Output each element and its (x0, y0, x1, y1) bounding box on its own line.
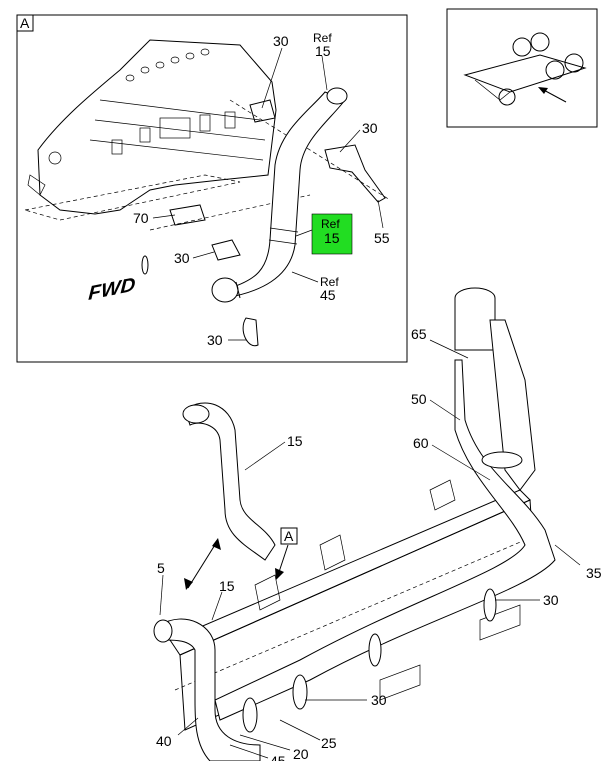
ref-15-highlight-label: Ref (321, 217, 340, 231)
frame-rail-top (169, 489, 531, 656)
pipe-clamp-30 (292, 674, 308, 710)
fwd-arrow-icon (141, 255, 149, 275)
ref-15-highlight-number: 15 (324, 230, 340, 246)
locator-arrow-head (538, 87, 548, 94)
locator-wheel-1 (512, 37, 532, 57)
elbow-pipe-lower (159, 618, 261, 761)
crossmember-3 (254, 574, 281, 611)
callout-70: 70 (133, 210, 149, 226)
crossmember-1 (429, 479, 456, 511)
detail-clamp-left (211, 239, 241, 261)
callout-65: 65 (411, 326, 427, 342)
callout-55: 55 (374, 230, 390, 246)
callout-25: 25 (321, 735, 337, 751)
callout-15-upper: 15 (287, 433, 303, 449)
bracket-lower-right (479, 604, 521, 641)
fwd-label: FWD (88, 274, 137, 305)
detail-a-panel: A (16, 14, 408, 363)
detail-a-frame (16, 14, 408, 363)
callout-30-left: 30 (174, 250, 190, 266)
detail-a-label: A (20, 15, 30, 31)
detail-ref-label: A (284, 528, 294, 544)
pipe-clamp-right (483, 588, 497, 622)
stack-upper (454, 298, 496, 351)
callout-20: 20 (293, 746, 309, 761)
detail-ref-leader (277, 544, 289, 576)
locator-wheel-2 (530, 32, 550, 52)
detail-exhaust-pipe (211, 87, 348, 303)
install-arrow-head-down (184, 578, 193, 590)
fwd-indicator: FWD (88, 274, 137, 305)
detail-bracket-70 (169, 204, 206, 226)
callout-30-lower-main: 30 (371, 692, 387, 708)
locator-frame (446, 8, 598, 128)
callout-30-right-main: 30 (543, 592, 559, 608)
detail-bracket-top (249, 99, 276, 123)
callout-30-top: 30 (273, 33, 289, 49)
detail-dash-line-2 (229, 99, 391, 201)
ref-45-number: 45 (320, 287, 336, 303)
ref-15-top-number: 15 (315, 43, 331, 59)
crossmember-2 (319, 534, 346, 571)
detail-floor-outline (24, 174, 241, 221)
callout-30-right: 30 (362, 120, 378, 136)
detail-ref-box (280, 527, 298, 545)
pipe-clamp-mid (368, 633, 382, 667)
pipe-clamp-25 (242, 697, 258, 733)
locator-wheel-5 (498, 88, 516, 106)
callout-5: 5 (157, 560, 165, 576)
main-assembly: A 65 50 60 35 15 5 15 30 30 40 25 20 45 (153, 287, 602, 761)
locator-wheel-3 (545, 60, 565, 80)
locator-chassis (463, 54, 587, 93)
cab-outline (27, 39, 277, 215)
callout-50: 50 (411, 391, 427, 407)
callout-60: 60 (413, 435, 429, 451)
locator-inset (446, 8, 598, 128)
highlight-box (311, 213, 353, 255)
callout-15-lower: 15 (219, 578, 235, 594)
bracket-lower-mid (379, 664, 421, 701)
locator-wheel-4 (564, 53, 584, 73)
install-arrow-line (187, 539, 219, 589)
pipe-clamp-60 (481, 451, 523, 469)
ref-15-top-label: Ref (313, 31, 332, 45)
install-arrow-head-up (212, 538, 221, 550)
exhaust-pipe-main (214, 359, 556, 721)
callout-35: 35 (586, 565, 602, 581)
elbow-pipe-upper (184, 402, 276, 561)
detail-a-label-box (16, 14, 34, 32)
detail-bracket-right (324, 144, 386, 203)
callout-30-bottom: 30 (207, 332, 223, 348)
mounting-bracket (489, 319, 536, 491)
detail-u-bolt (242, 317, 259, 347)
ref-45-label: Ref (320, 275, 339, 289)
callout-40: 40 (156, 733, 172, 749)
callout-45: 45 (270, 753, 286, 761)
